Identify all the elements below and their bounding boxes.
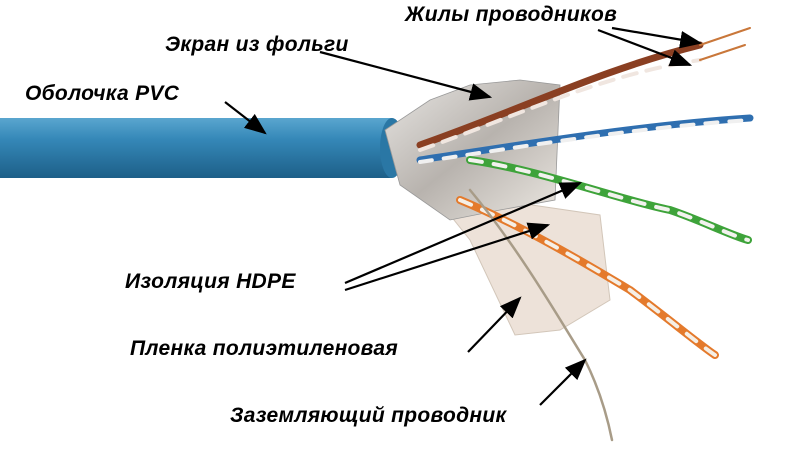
twisted-pairs bbox=[416, 27, 754, 442]
pvc-jacket bbox=[0, 118, 404, 178]
label-conductors: Жилы проводников bbox=[405, 3, 618, 26]
label-drain-wire: Заземляющий проводник bbox=[230, 404, 507, 427]
callout-arrows bbox=[224, 26, 703, 406]
pe-film bbox=[428, 189, 611, 336]
label-foil-screen: Экран из фольги bbox=[165, 33, 349, 56]
label-pvc-jacket: Оболочка PVC bbox=[25, 82, 180, 105]
label-pe-film: Пленка полиэтиленовая bbox=[130, 337, 399, 360]
label-hdpe-insulation: Изоляция HDPE bbox=[125, 270, 296, 293]
